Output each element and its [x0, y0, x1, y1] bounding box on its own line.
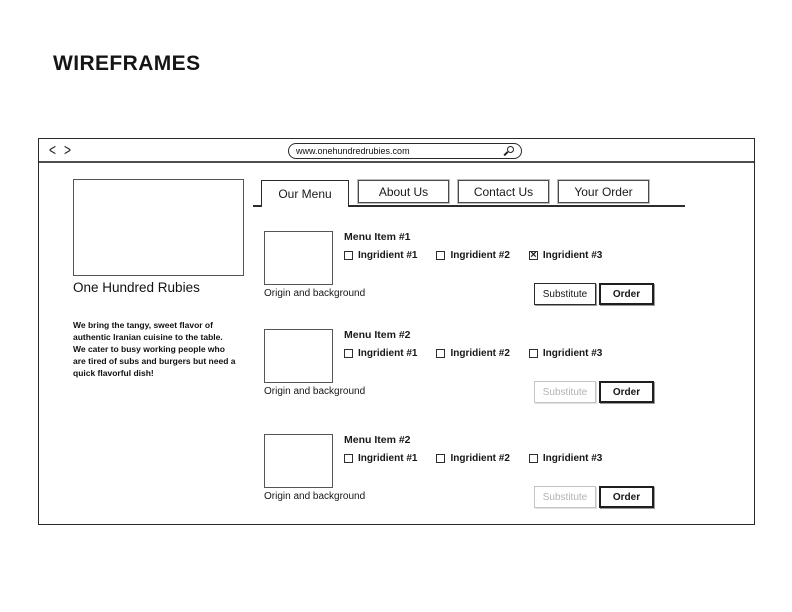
substitute-button[interactable]: Substitute — [534, 283, 596, 305]
tab-your-order[interactable]: Your Order — [558, 180, 649, 203]
ingredient-checkbox[interactable]: Ingridient #1 — [344, 453, 417, 464]
checkbox-icon[interactable] — [344, 251, 353, 260]
brand-name: One Hundred Rubies — [73, 280, 200, 295]
back-icon[interactable]: < — [49, 140, 57, 160]
checkbox-checked-icon[interactable]: × — [528, 251, 538, 260]
url-bar[interactable]: www.onehundredrubies.com — [288, 143, 522, 159]
menu-item-row: Menu Item #2 Ingridient #1 Ingridient #2… — [264, 329, 654, 409]
ingredient-checkbox[interactable]: Ingridient #3 — [528, 453, 603, 464]
menu-item-title: Menu Item #2 — [344, 434, 411, 446]
order-button[interactable]: Order — [599, 283, 654, 305]
order-button[interactable]: Order — [599, 486, 654, 508]
menu-item-image-placeholder — [264, 329, 333, 383]
menu-item-row: Menu Item #1 Ingridient #1 Ingridient #2… — [264, 231, 654, 311]
browser-chrome: < > www.onehundredrubies.com — [39, 139, 754, 163]
origin-caption: Origin and background — [264, 491, 366, 502]
tab-label: Your Order — [574, 184, 633, 199]
search-icon[interactable] — [503, 146, 514, 156]
checkbox-label: Ingridient #2 — [450, 453, 510, 464]
checkbox-icon[interactable] — [344, 349, 353, 358]
menu-item-row: Menu Item #2 Ingridient #1 Ingridient #2… — [264, 434, 654, 514]
ingredient-checkboxes: Ingridient #1 Ingridient #2 Ingridient #… — [344, 453, 602, 464]
tab-label: Contact Us — [473, 184, 534, 199]
checkbox-icon[interactable] — [436, 251, 446, 260]
checkbox-label: Ingridient #1 — [358, 250, 418, 261]
tab-about-us[interactable]: About Us — [358, 180, 449, 203]
nav-tabs: Our Menu About Us Contact Us Your Order — [253, 179, 685, 207]
checkbox-label: Ingridient #3 — [542, 453, 603, 464]
browser-window: < > www.onehundredrubies.com One Hundred… — [38, 138, 755, 525]
brand-description: We bring the tangy, sweet flavor of auth… — [73, 320, 236, 379]
checkbox-icon[interactable] — [436, 349, 446, 358]
origin-caption: Origin and background — [264, 288, 366, 299]
search-icon-circle — [507, 146, 514, 153]
ingredient-checkbox[interactable]: Ingridient #1 — [344, 348, 417, 359]
menu-item-image-placeholder — [264, 434, 333, 488]
checkbox-icon[interactable] — [528, 454, 538, 463]
ingredient-checkbox[interactable]: Ingridient #2 — [436, 453, 510, 464]
ingredient-checkbox[interactable]: Ingridient #2 — [436, 250, 510, 261]
checkbox-label: Ingridient #1 — [358, 348, 418, 359]
origin-caption: Origin and background — [264, 386, 366, 397]
ingredient-checkboxes: Ingridient #1 Ingridient #2 × Ingridient… — [344, 250, 602, 261]
ingredient-checkbox[interactable]: Ingridient #1 — [344, 250, 417, 261]
checkbox-label: Ingridient #2 — [450, 348, 510, 359]
page-title: WIREFRAMES — [53, 52, 201, 75]
tab-contact-us[interactable]: Contact Us — [458, 180, 549, 203]
tab-our-menu[interactable]: Our Menu — [261, 180, 349, 207]
ingredient-checkbox[interactable]: Ingridient #2 — [436, 348, 510, 359]
ingredient-checkbox[interactable]: × Ingridient #3 — [528, 250, 603, 261]
logo-image-placeholder — [73, 179, 244, 276]
checkbox-label: Ingridient #2 — [450, 250, 510, 261]
order-button[interactable]: Order — [599, 381, 654, 403]
checkbox-label: Ingridient #3 — [542, 250, 603, 261]
url-text[interactable]: www.onehundredrubies.com — [296, 146, 410, 156]
nav-arrows: < > — [49, 140, 72, 160]
checkbox-label: Ingridient #3 — [542, 348, 603, 359]
ingredient-checkbox[interactable]: Ingridient #3 — [528, 348, 603, 359]
checkbox-label: Ingridient #1 — [358, 453, 418, 464]
menu-item-title: Menu Item #2 — [344, 329, 411, 341]
substitute-button[interactable]: Substitute — [534, 381, 596, 403]
substitute-button[interactable]: Substitute — [534, 486, 596, 508]
forward-icon[interactable]: > — [64, 140, 72, 160]
menu-item-image-placeholder — [264, 231, 333, 285]
checkbox-icon[interactable] — [344, 454, 353, 463]
menu-item-title: Menu Item #1 — [344, 231, 411, 243]
ingredient-checkboxes: Ingridient #1 Ingridient #2 Ingridient #… — [344, 348, 602, 359]
tab-label: About Us — [378, 184, 429, 199]
checkbox-icon[interactable] — [436, 454, 446, 463]
checkbox-icon[interactable] — [528, 349, 538, 358]
tab-label: Our Menu — [278, 187, 332, 201]
